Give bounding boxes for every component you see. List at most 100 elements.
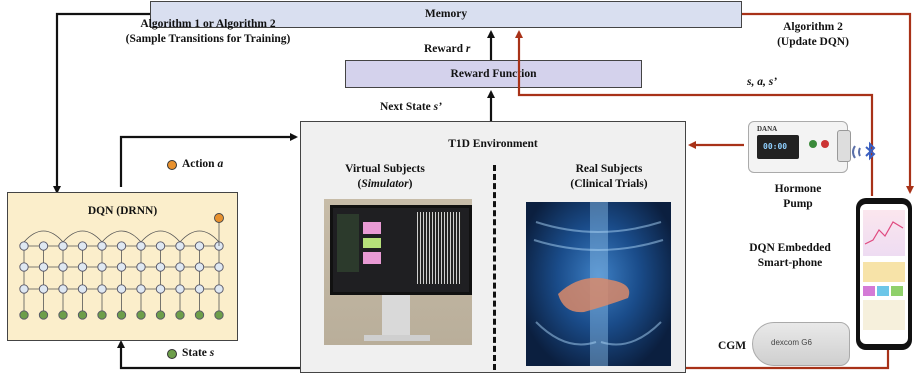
monitor-stand bbox=[382, 295, 410, 339]
sas-label: s, a, s’ bbox=[747, 76, 777, 89]
reward-function-label: Reward Function bbox=[450, 68, 537, 80]
divider-dashed bbox=[493, 165, 496, 370]
algo-right-line1: Algorithm 2 bbox=[783, 21, 843, 33]
pink-window bbox=[363, 222, 381, 234]
rnn-hidden-node bbox=[194, 262, 205, 272]
arrow-action bbox=[119, 133, 298, 187]
phone-chart bbox=[863, 210, 905, 256]
rnn-skip-connection bbox=[23, 230, 64, 243]
arrow-state bbox=[117, 340, 300, 370]
rnn-hidden-node bbox=[116, 262, 127, 272]
rnn-hidden-node bbox=[175, 284, 185, 294]
real-subjects-label: Real Subjects bbox=[575, 163, 643, 175]
rnn-hidden-node bbox=[38, 241, 49, 251]
rnn-hidden-node bbox=[97, 241, 107, 251]
rnn-hidden-node bbox=[77, 284, 88, 294]
arrow-env-to-phone bbox=[686, 342, 892, 370]
rnn-skip-connection bbox=[179, 230, 220, 243]
rnn-input-node bbox=[38, 310, 49, 320]
rnn-skip-connection bbox=[101, 230, 142, 243]
simulator-label: (Simulator) bbox=[357, 178, 413, 190]
rnn-input-node bbox=[58, 310, 68, 320]
monitor-screen bbox=[330, 205, 472, 295]
cgm-device: dexcom G6 bbox=[752, 322, 850, 366]
action-label: Action a bbox=[182, 158, 223, 171]
next-state-label: Next State s’ bbox=[380, 101, 442, 114]
rnn-input-node bbox=[97, 310, 107, 320]
rnn-hidden-node bbox=[136, 241, 146, 251]
rnn-input-node bbox=[214, 310, 224, 320]
rnn-hidden-node bbox=[214, 262, 224, 272]
pump-brand: DANA bbox=[757, 125, 778, 133]
arrow-update-dqn bbox=[742, 12, 914, 194]
rnn-input-node bbox=[19, 310, 29, 320]
green-window bbox=[363, 238, 381, 248]
rnn-hidden-node bbox=[136, 262, 146, 272]
pink-window-2 bbox=[363, 252, 381, 264]
rnn-skip-connection bbox=[62, 230, 103, 243]
rnn-hidden-node bbox=[58, 284, 68, 294]
next-state-text: Next State bbox=[380, 101, 431, 113]
action-dot bbox=[167, 160, 177, 170]
rnn-hidden-node bbox=[136, 284, 146, 294]
memory-box: Memory bbox=[150, 1, 742, 28]
rnn-hidden-node bbox=[19, 284, 29, 294]
rnn-hidden-node bbox=[58, 262, 68, 272]
pump-screen: 00:00 bbox=[757, 135, 799, 159]
rnn-hidden-node bbox=[155, 284, 166, 294]
rnn-hidden-node bbox=[97, 284, 107, 294]
simulator-text: Simulator bbox=[361, 178, 409, 190]
action-text: Action bbox=[182, 158, 215, 170]
hormone-pump-device: DANA 00:00 bbox=[748, 121, 851, 173]
rnn-hidden-node bbox=[77, 241, 88, 251]
rnn-hidden-node bbox=[194, 284, 205, 294]
reward-text: Reward bbox=[424, 43, 463, 55]
reward-r-label: Reward r bbox=[424, 43, 470, 56]
rnn-hidden-node bbox=[175, 262, 185, 272]
rnn-hidden-node bbox=[194, 241, 205, 251]
rnn-hidden-node bbox=[214, 284, 224, 294]
state-dot bbox=[167, 349, 177, 359]
dqn-title: DQN (DRNN) bbox=[87, 205, 158, 217]
environment-box: T1D Environment Virtual Subjects (Simula… bbox=[300, 121, 686, 373]
rnn-input-node bbox=[77, 310, 88, 320]
rnn-hidden-node bbox=[19, 262, 29, 272]
algo-left-line2: (Sample Transitions for Training) bbox=[125, 33, 291, 45]
hormone-label: Hormone bbox=[774, 183, 822, 195]
phone-label-1: DQN Embedded bbox=[749, 242, 831, 254]
rnn-hidden-node bbox=[116, 241, 127, 251]
algo-right-line2: (Update DQN) bbox=[777, 36, 849, 48]
monitor-image bbox=[324, 199, 472, 345]
cgm-brand: dexcom G6 bbox=[771, 338, 812, 347]
rnn-input-node bbox=[175, 310, 185, 320]
reward-var: r bbox=[465, 43, 471, 55]
bluetooth-icon bbox=[850, 140, 880, 164]
smartphone-device bbox=[856, 198, 912, 350]
state-text: State bbox=[182, 347, 207, 359]
rnn-hidden-node bbox=[116, 284, 127, 294]
rnn-hidden-node bbox=[155, 241, 166, 251]
cgm-label: CGM bbox=[718, 340, 747, 352]
phone-screen bbox=[860, 204, 908, 344]
rnn-hidden-node bbox=[38, 284, 49, 294]
abdomen-image bbox=[526, 202, 671, 366]
rnn-hidden-node bbox=[97, 262, 107, 272]
environment-title: T1D Environment bbox=[448, 138, 538, 150]
rnn-input-node bbox=[136, 310, 146, 320]
phone-label-2: Smart-phone bbox=[757, 257, 823, 269]
rnn-skip-connection bbox=[140, 230, 181, 243]
pump-label: Pump bbox=[783, 198, 813, 210]
rnn-input-node bbox=[155, 310, 166, 320]
arrow-memory-to-dqn bbox=[53, 12, 150, 194]
next-state-var: s’ bbox=[433, 101, 442, 113]
terminal-panel bbox=[417, 212, 461, 284]
rnn-input-node bbox=[194, 310, 205, 320]
rnn-output-node bbox=[214, 213, 224, 223]
virtual-subjects-label: Virtual Subjects bbox=[345, 163, 425, 175]
sas-var: s, a, s’ bbox=[747, 76, 778, 88]
reward-function-box: Reward Function bbox=[345, 60, 642, 88]
rnn-hidden-node bbox=[175, 241, 185, 251]
state-label: State s bbox=[182, 347, 214, 360]
rnn-input-node bbox=[116, 310, 127, 320]
rnn-hidden-node bbox=[155, 262, 166, 272]
